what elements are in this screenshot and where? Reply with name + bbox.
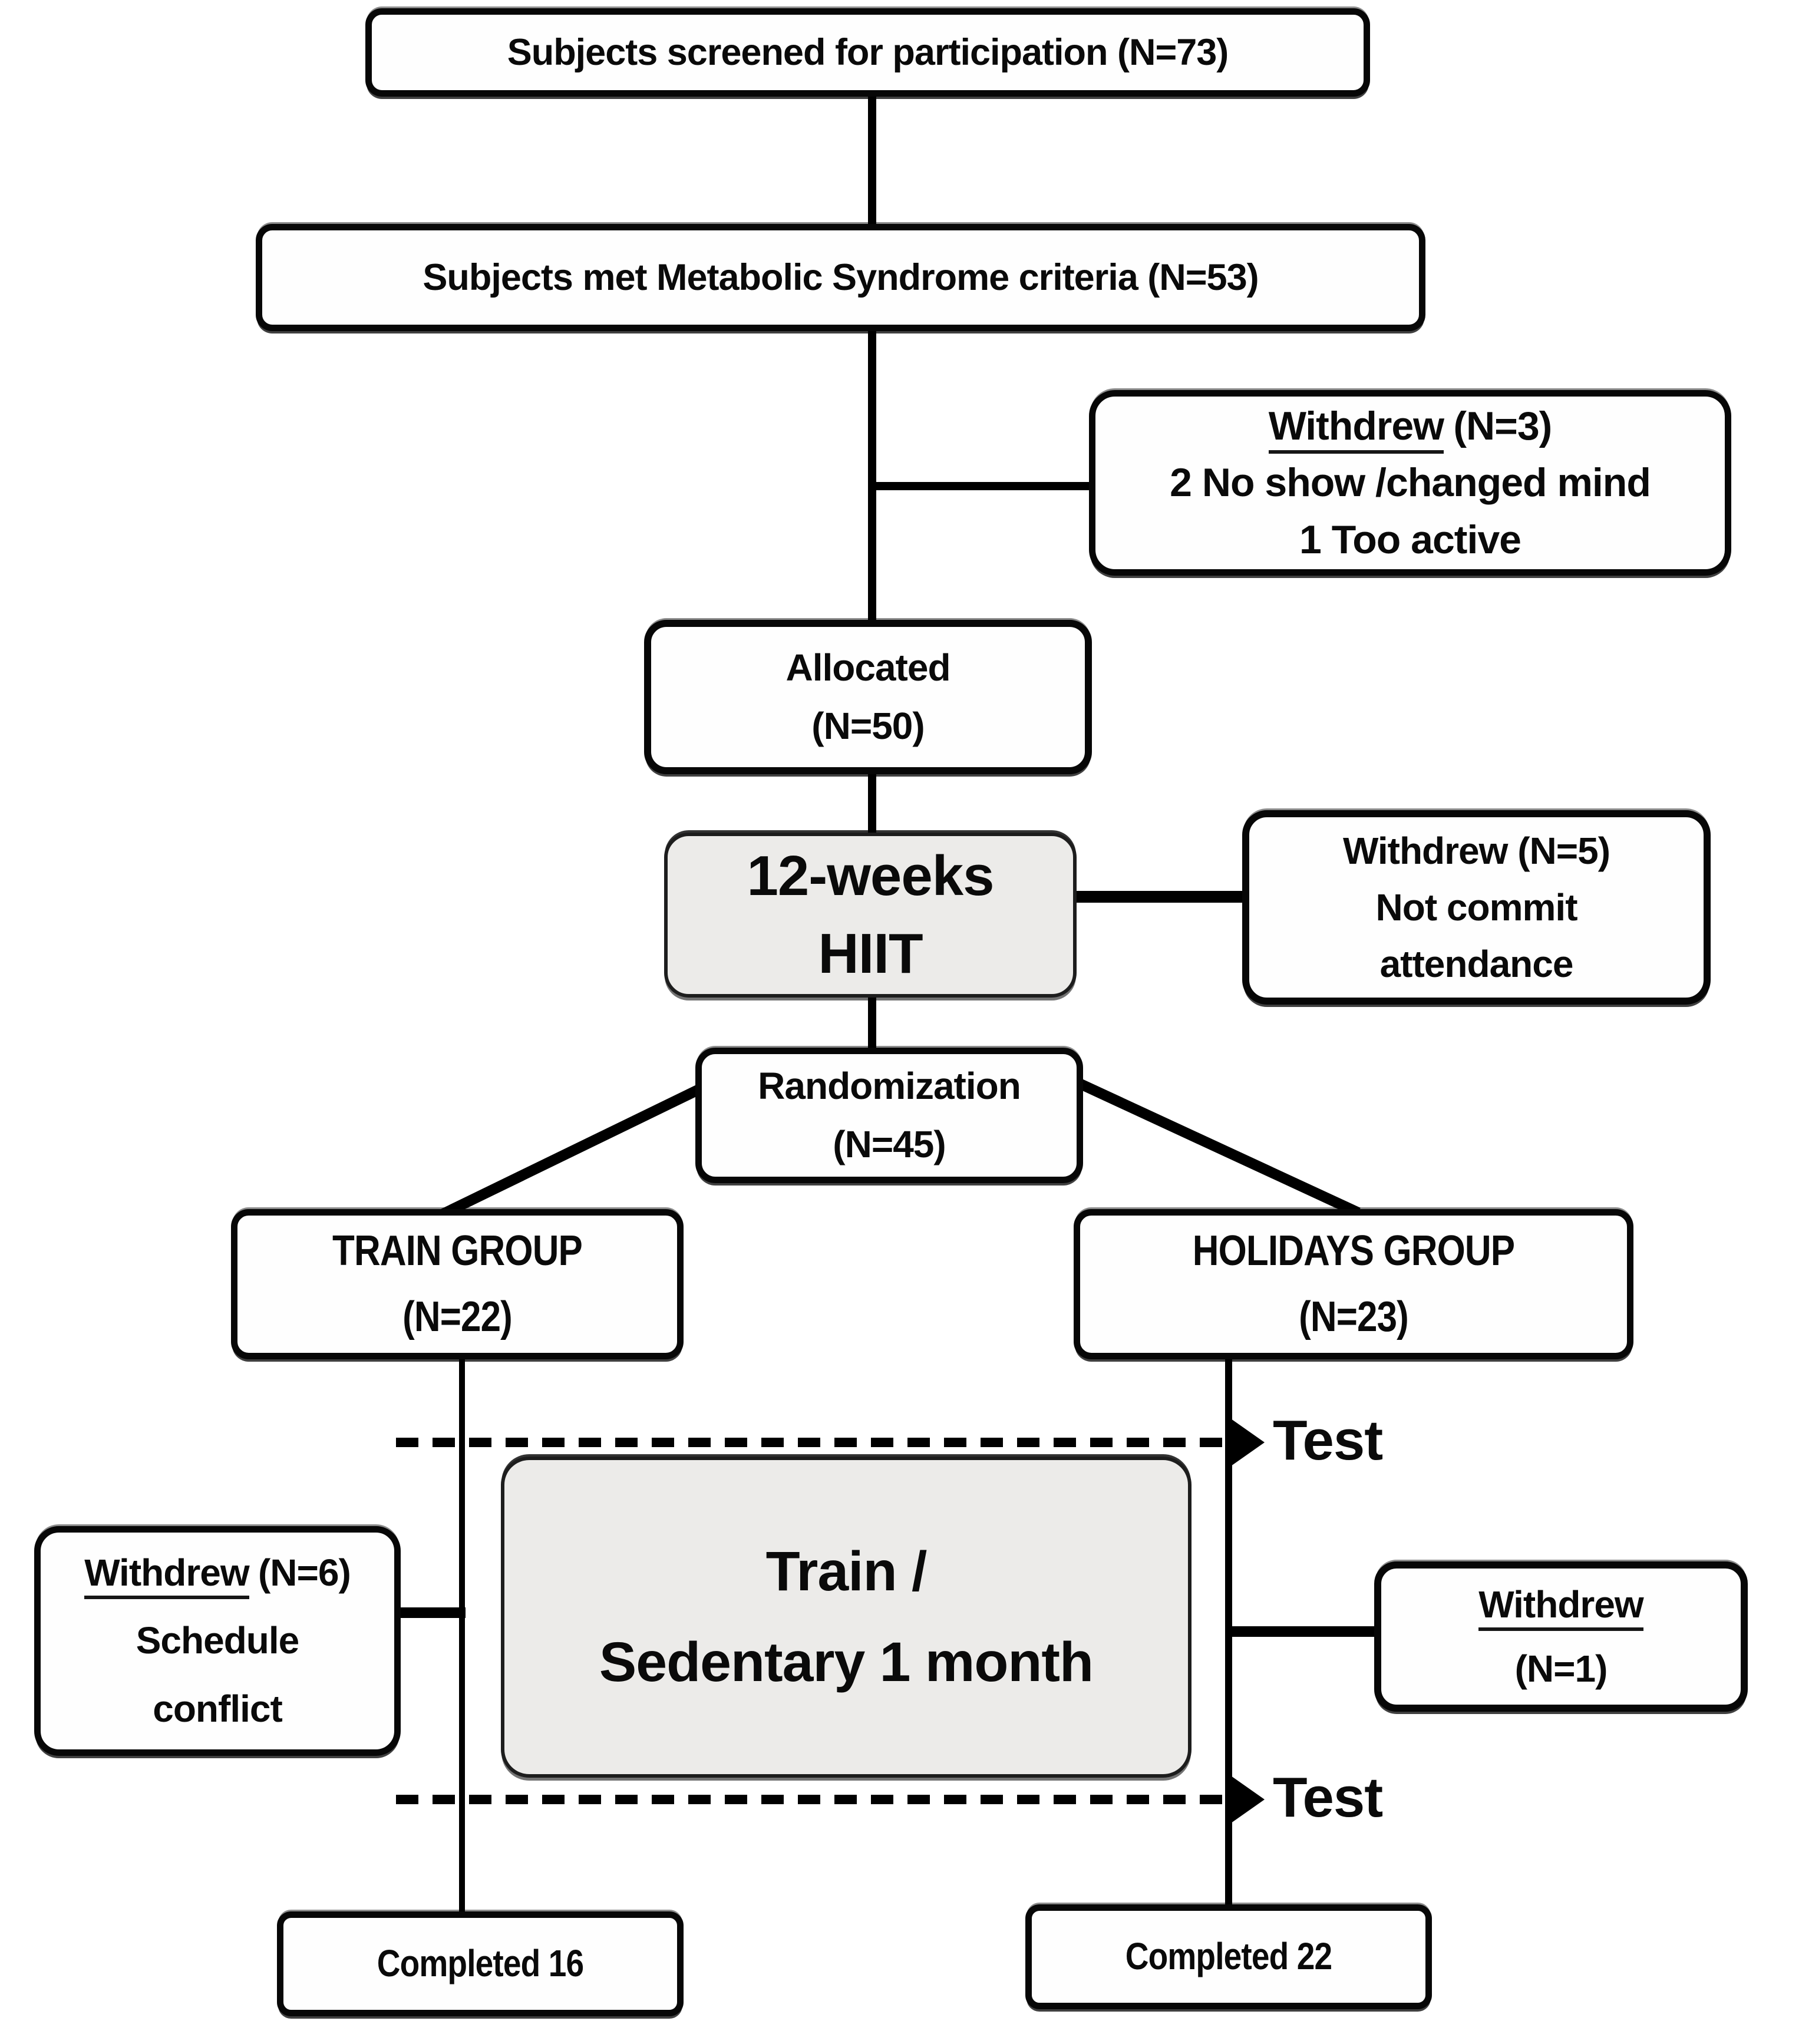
box-text: Completed 22	[1125, 1935, 1332, 1978]
withdrew-word: Withdrew	[84, 1551, 250, 1600]
box-train-group: TRAIN GROUP (N=22)	[231, 1209, 684, 1359]
withdrew-word: Withdrew	[1268, 403, 1444, 454]
box-randomization: Randomization (N=45)	[695, 1048, 1083, 1183]
withdrew-count: (N=6)	[258, 1551, 351, 1594]
train-group-timeline	[459, 1355, 465, 1915]
dashed-test-line-lower	[396, 1795, 1228, 1804]
withdrew-count: (N=3)	[1453, 403, 1552, 448]
withdrew-count: (N=1)	[1514, 1647, 1608, 1690]
withdrew-title: Withdrew(N=6)	[41, 1539, 394, 1607]
withdrew-title: Withdrew (N=5)	[1343, 830, 1610, 872]
box-text: 12-weeks	[747, 844, 995, 907]
withdrew-reason: Schedule	[136, 1619, 300, 1662]
group-count: (N=23)	[1299, 1293, 1409, 1340]
branch-to-withdrew1	[1229, 1626, 1377, 1637]
box-holidays-group: HOLIDAYS GROUP (N=23)	[1074, 1209, 1633, 1359]
box-text: Allocated	[785, 646, 950, 689]
withdrew-reason: 2 No show /changed mind	[1170, 460, 1651, 506]
group-name: TRAIN GROUP	[332, 1227, 583, 1274]
group-count: (N=22)	[402, 1293, 513, 1340]
box-train-sedentary-intervention: Train / Sedentary 1 month	[501, 1457, 1192, 1778]
connector-screened-to-met	[868, 93, 876, 230]
box-completed-holidays: Completed 22	[1025, 1904, 1432, 2009]
branch-to-withdrew6	[396, 1607, 466, 1618]
test-label-upper: Test	[1273, 1409, 1383, 1472]
box-withdrew-n6: Withdrew(N=6) Schedule conflict	[34, 1526, 401, 1756]
diagonal-to-train-group	[438, 1084, 702, 1220]
box-text: Subjects met Metabolic Syndrome criteria…	[423, 256, 1259, 298]
box-text: Subjects screened for participation (N=7…	[507, 31, 1229, 73]
test-label-lower: Test	[1273, 1766, 1383, 1829]
diagonal-to-holidays-group	[1076, 1078, 1361, 1218]
withdrew-title: Withdrew(N=3)	[1095, 398, 1725, 455]
box-text: HIIT	[818, 922, 923, 985]
connector-hiit-to-randomization	[868, 996, 876, 1050]
withdrew-reason: 1 Too active	[1299, 517, 1521, 562]
group-name: HOLIDAYS GROUP	[1192, 1227, 1515, 1274]
box-withdrew-n1: Withdrew (N=1)	[1374, 1561, 1748, 1712]
box-withdrew-n3: Withdrew(N=3) 2 No show /changed mind 1 …	[1089, 390, 1731, 576]
withdrew-title: Withdrew	[1381, 1573, 1741, 1637]
box-text: Completed 16	[377, 1942, 584, 1985]
connector-allocated-to-hiit	[868, 770, 876, 836]
box-text: (N=50)	[811, 705, 925, 747]
dashed-test-line-upper	[396, 1438, 1228, 1447]
withdrew-word: Withdrew	[1478, 1583, 1644, 1631]
test-arrow-upper	[1227, 1416, 1265, 1469]
withdrew-reason: attendance	[1379, 943, 1574, 985]
box-text: Train /	[765, 1540, 928, 1603]
branch-to-withdrew5	[1075, 891, 1245, 903]
box-text: Sedentary 1 month	[599, 1630, 1094, 1693]
box-withdrew-n5: Withdrew (N=5) Not commit attendance	[1242, 810, 1711, 1005]
box-subjects-screened: Subjects screened for participation (N=7…	[365, 8, 1370, 97]
test-arrow-lower	[1227, 1773, 1265, 1826]
branch-to-withdrew3	[872, 482, 1091, 490]
box-text: Randomization	[758, 1064, 1021, 1107]
withdrew-reason: Not commit	[1375, 886, 1578, 929]
connector-met-to-allocated	[868, 325, 876, 626]
box-allocated: Allocated (N=50)	[644, 620, 1092, 774]
withdrew-reason: conflict	[153, 1687, 283, 1730]
box-met-criteria: Subjects met Metabolic Syndrome criteria…	[256, 224, 1425, 331]
box-completed-train: Completed 16	[277, 1911, 684, 2016]
box-12-weeks-hiit: 12-weeks HIIT	[664, 833, 1077, 998]
box-text: (N=45)	[833, 1123, 946, 1165]
